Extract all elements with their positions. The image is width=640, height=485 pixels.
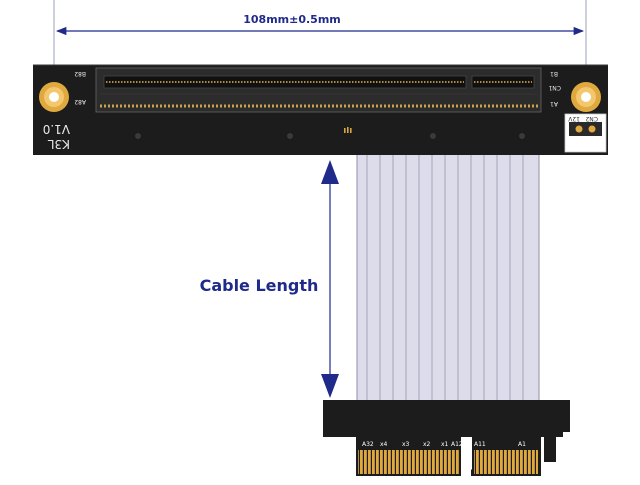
edge-label-x2: x2 (423, 441, 431, 448)
power-connector-label: CN2 (585, 115, 598, 122)
ribbon-cable-conductors (366, 155, 524, 400)
edge-label-a1: A1 (518, 441, 526, 448)
width-dimension-label: 108mm±0.5mm (243, 13, 341, 26)
solder-mark (344, 127, 352, 133)
gold-fingers-main (358, 450, 460, 474)
slot-key-contacts (471, 75, 535, 89)
power-pin-1 (575, 125, 583, 133)
edge-label-a11: A11 (474, 441, 486, 448)
edge-label-a32: A32 (362, 441, 374, 448)
via-4 (519, 133, 525, 139)
pcie-slot (95, 67, 542, 113)
power-pin-2 (588, 125, 596, 133)
card-edge-body (323, 432, 556, 437)
pin-label-a1: A1 (550, 100, 558, 107)
cable-length-arrow (321, 160, 339, 398)
via-2 (287, 133, 293, 139)
mounting-hole-right (571, 82, 601, 112)
cable-length-label: Cable Length (200, 276, 319, 295)
pin-label-b1: B1 (550, 70, 558, 77)
edge-label-x4: x4 (380, 441, 388, 448)
ribbon-cable (357, 155, 539, 400)
board-model: K3L (47, 137, 70, 151)
card-edge-key-notch (461, 437, 471, 476)
pin-label-a82: A82 (74, 98, 86, 105)
pin-label-b82: B82 (74, 70, 86, 77)
card-edge-pcb (323, 400, 570, 462)
edge-label-a12: A12 (451, 441, 463, 448)
mounting-hole-left (39, 82, 69, 112)
voltage-label: 12V (567, 115, 580, 122)
edge-label-x1: x1 (441, 441, 449, 448)
power-connector-housing (569, 122, 602, 136)
edge-label-x3: x3 (402, 441, 410, 448)
via-1 (135, 133, 141, 139)
connector-label-cn1: CN1 (548, 84, 561, 91)
gold-fingers-key (474, 450, 538, 474)
board-version: V1.0 (43, 122, 70, 136)
via-3 (430, 133, 436, 139)
slot-main-contacts (103, 75, 467, 89)
